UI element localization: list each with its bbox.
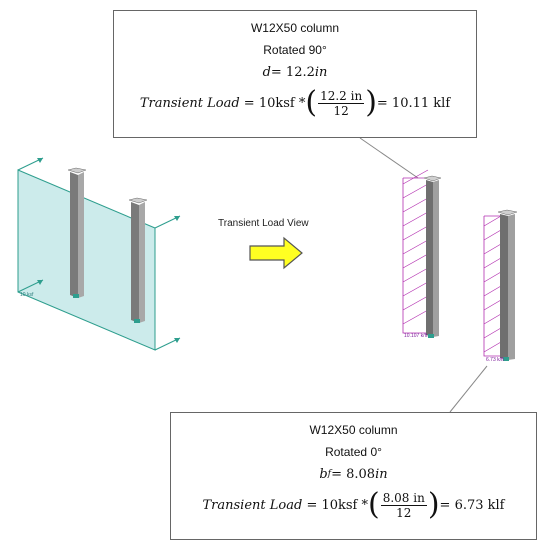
panel-load-label: 10 ksf — [20, 292, 34, 298]
load-label-1: 10.107 k/ft — [404, 333, 428, 339]
top-callout-title: W12X50 column — [250, 21, 340, 35]
top-callout-dimension: d = 12.2 in — [262, 64, 328, 80]
top-callout-rotation: Rotated 90° — [263, 43, 327, 57]
wall-panel-model: 10 ksf — [17, 157, 181, 351]
load-view-column-1: 10.107 k/ft — [402, 169, 442, 339]
load-label-2: 6.73 k/ft — [486, 357, 504, 363]
bottom-callout-leader — [449, 365, 488, 413]
left-column-2 — [128, 197, 148, 323]
top-callout: W12X50 column Rotated 90° d = 12.2 in Tr… — [113, 10, 477, 138]
load-view-column-2: 6.73 k/ft — [483, 209, 518, 363]
transient-load-view-label: Transient Load View — [218, 218, 309, 229]
bottom-callout-title: W12X50 column — [309, 423, 398, 437]
top-callout-leader — [359, 137, 419, 179]
transient-load-view-arrow — [249, 236, 303, 270]
left-column-1 — [67, 167, 87, 298]
bottom-callout-rotation: Rotated 0° — [325, 445, 382, 459]
